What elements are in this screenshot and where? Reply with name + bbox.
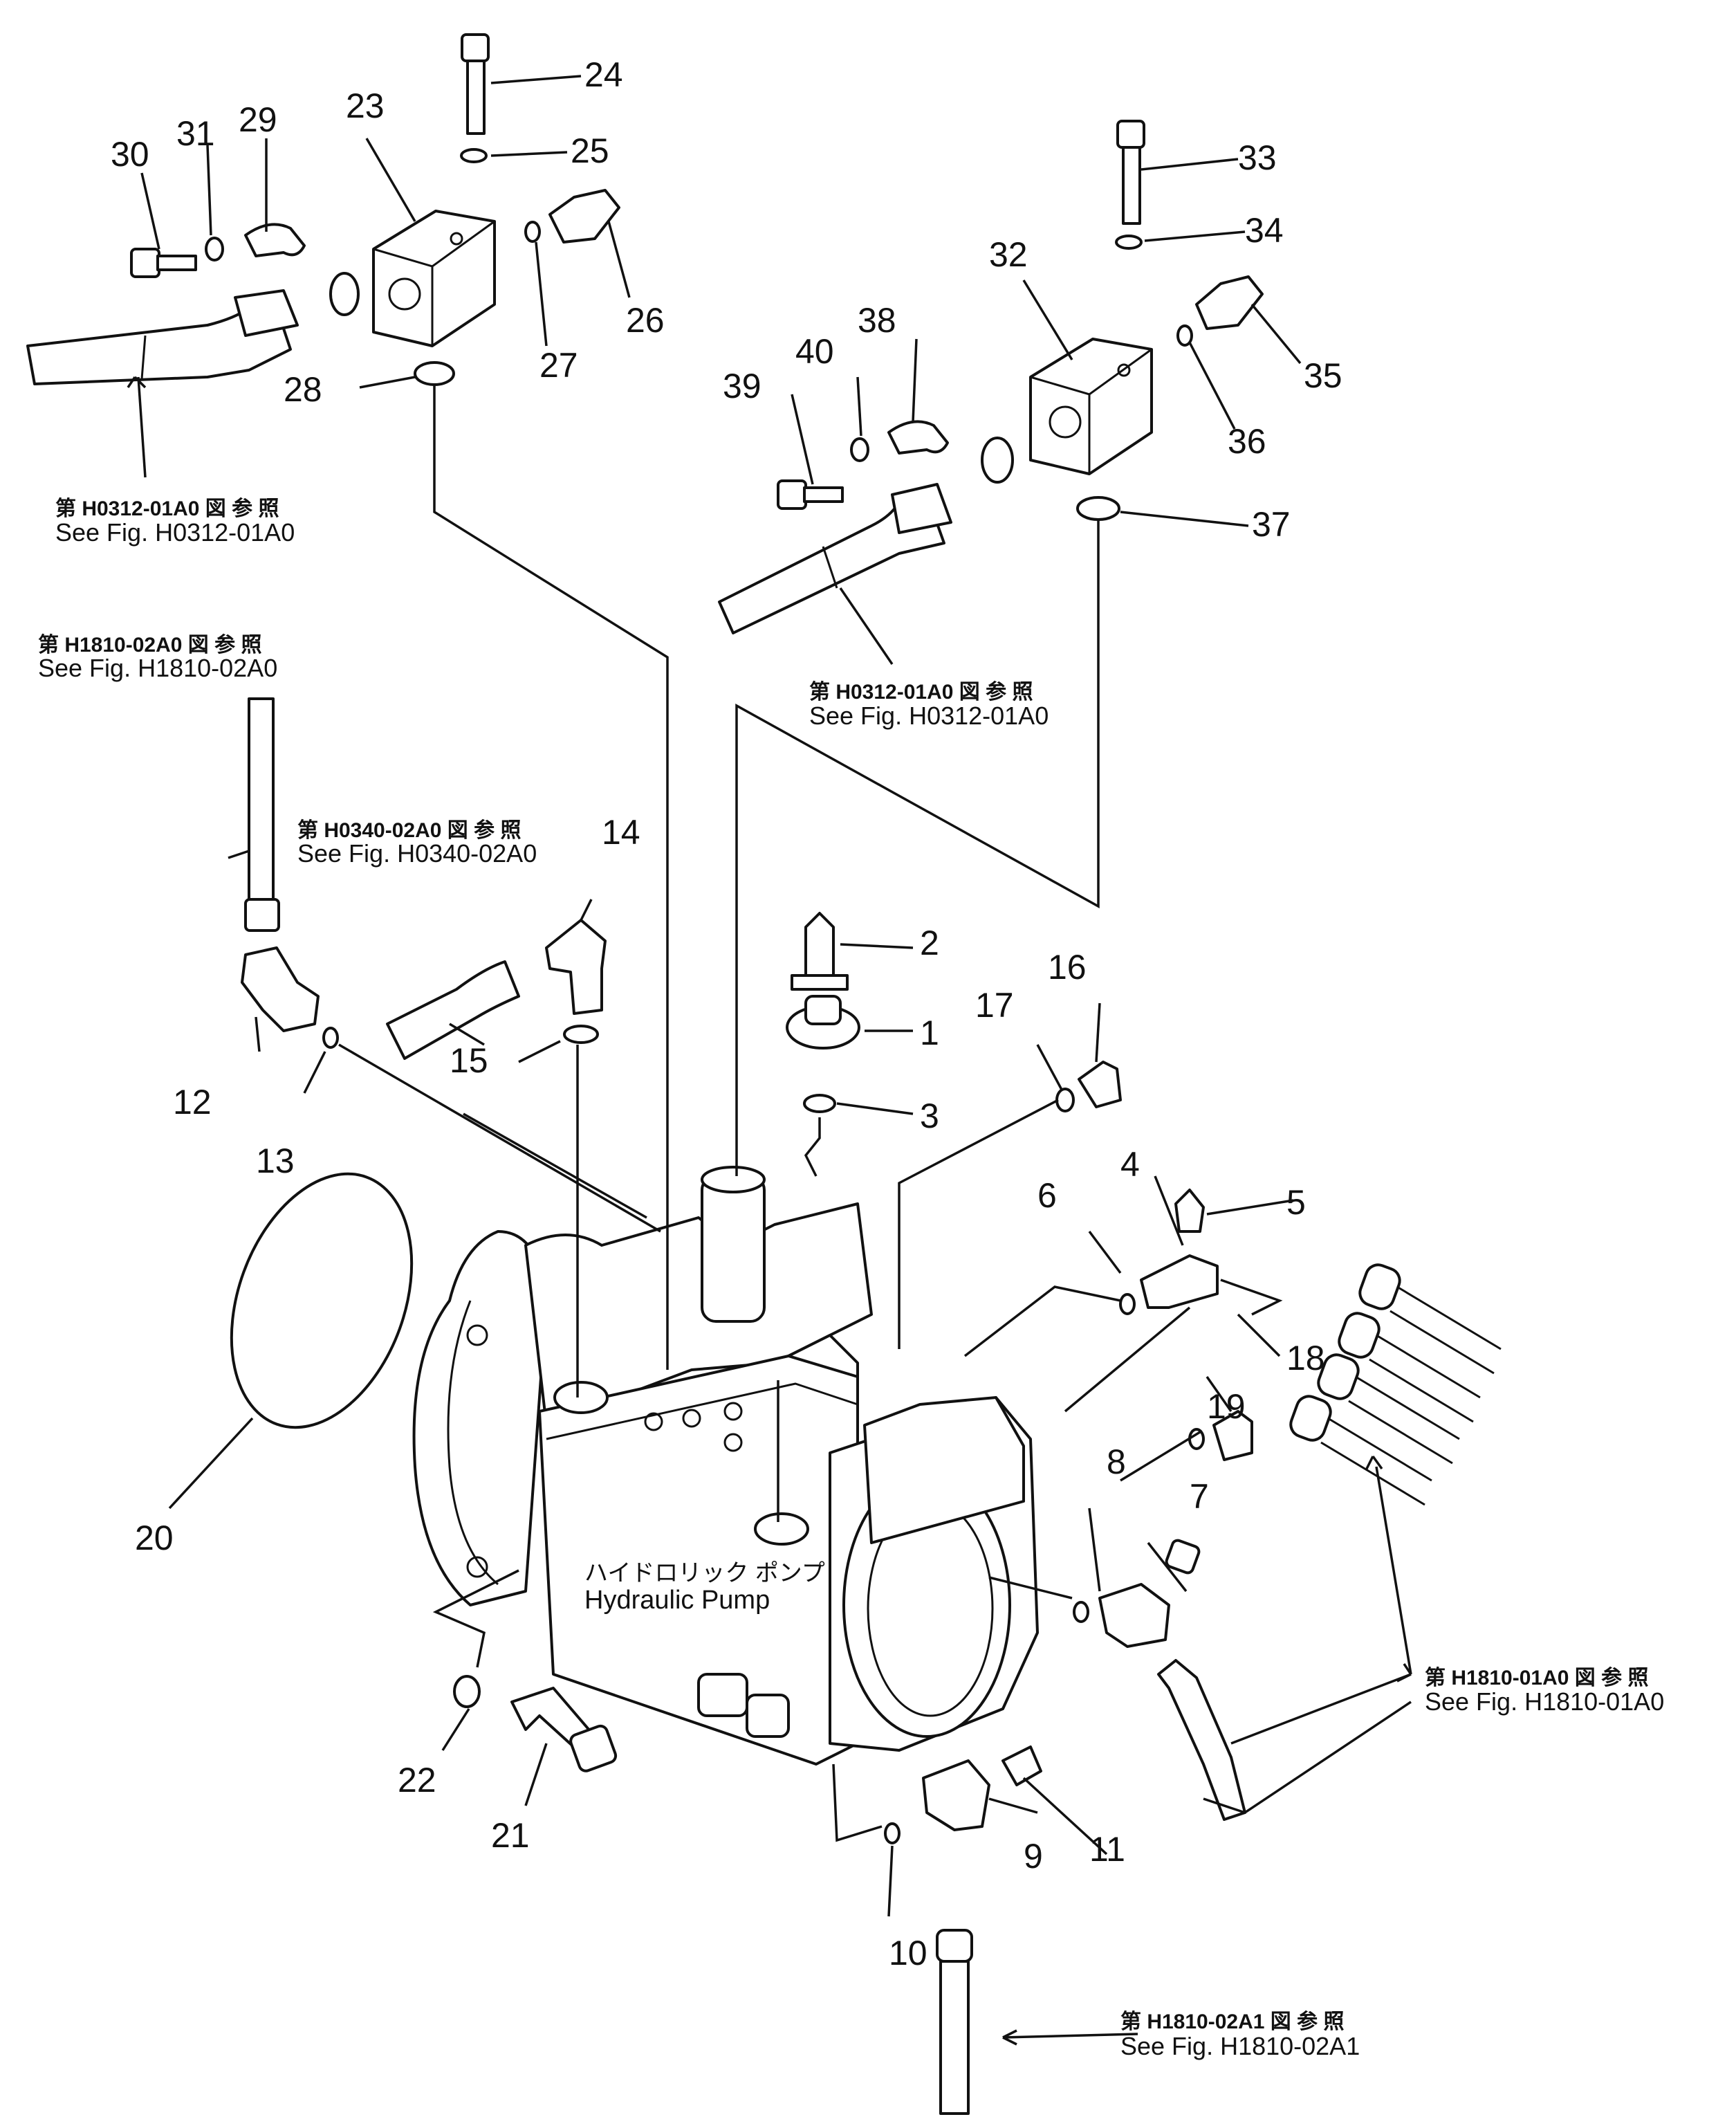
callout-18: 18 — [1286, 1339, 1325, 1377]
ref-h1810-01a0-jp: 第 H1810-01A0 図 参 照 — [1425, 1666, 1648, 1689]
callout-14: 14 — [602, 813, 640, 852]
ref-h1810-02a1-en: See Fig. H1810-02A1 — [1120, 2032, 1360, 2060]
bottom-fittings — [453, 1675, 1042, 2115]
callout-28: 28 — [284, 370, 322, 409]
callout-35: 35 — [1304, 356, 1342, 395]
callout-7: 7 — [1190, 1477, 1209, 1516]
callout-27: 27 — [539, 346, 578, 385]
callout-36: 36 — [1228, 422, 1266, 461]
callout-12: 12 — [173, 1083, 212, 1121]
right-hose-bundle — [1289, 1263, 1502, 1506]
callout-1: 1 — [920, 1014, 939, 1052]
right-flange-assembly — [718, 120, 1264, 634]
callout-29: 29 — [239, 100, 277, 139]
callout-33: 33 — [1238, 138, 1277, 177]
callout-19: 19 — [1207, 1387, 1246, 1426]
callout-34: 34 — [1245, 211, 1284, 250]
callout-21: 21 — [491, 1816, 530, 1855]
callout-9: 9 — [1024, 1837, 1043, 1876]
ref-h1810-02a0-jp: 第 H1810-02A0 図 参 照 — [38, 633, 261, 657]
large-o-ring-20 — [230, 1172, 414, 1429]
hydraulic-pump-body — [412, 1166, 1039, 1766]
callout-10: 10 — [889, 1934, 927, 1972]
callout-11: 11 — [1089, 1830, 1125, 1869]
callout-39: 39 — [723, 367, 761, 405]
callout-numbers: 1 2 3 4 5 6 7 8 9 10 11 12 13 14 15 16 1… — [111, 55, 1342, 1972]
ref-h0340-jp: 第 H0340-02A0 図 参 照 — [297, 818, 521, 842]
ref-h0312-right-jp: 第 H0312-01A0 図 参 照 — [809, 680, 1033, 704]
ref-h1810-02a1-jp: 第 H1810-02A1 図 参 照 — [1120, 2010, 1344, 2033]
callout-32: 32 — [989, 235, 1028, 274]
callout-13: 13 — [256, 1142, 295, 1180]
ref-h0312-left-en: See Fig. H0312-01A0 — [55, 518, 295, 547]
callout-6: 6 — [1037, 1176, 1057, 1215]
top-center-fittings — [786, 912, 860, 1113]
callout-24: 24 — [584, 55, 623, 94]
callout-40: 40 — [795, 332, 834, 371]
callout-25: 25 — [571, 131, 609, 170]
left-flange-assembly — [26, 33, 620, 386]
hydraulic-pump-label-jp: ハイドロリック ポンプ — [584, 1560, 825, 1586]
callout-5: 5 — [1286, 1183, 1306, 1222]
callout-16: 16 — [1048, 948, 1087, 987]
callout-31: 31 — [176, 114, 215, 153]
callout-2: 2 — [920, 924, 939, 962]
callout-23: 23 — [346, 86, 385, 125]
ref-h0312-right-en: See Fig. H0312-01A0 — [809, 702, 1049, 730]
callout-22: 22 — [398, 1761, 436, 1799]
callout-15: 15 — [450, 1041, 488, 1080]
ref-h0312-left-jp: 第 H0312-01A0 図 参 照 — [55, 497, 279, 520]
left-fittings — [241, 697, 607, 1060]
callout-30: 30 — [111, 135, 149, 174]
callout-20: 20 — [135, 1519, 174, 1557]
ref-h0340-en: See Fig. H0340-02A0 — [297, 839, 537, 868]
callout-37: 37 — [1252, 505, 1291, 544]
callout-17: 17 — [975, 986, 1014, 1025]
figure-references: 第 H0312-01A0 図 参 照 See Fig. H0312-01A0 第… — [38, 497, 1664, 2060]
callout-4: 4 — [1120, 1145, 1140, 1184]
callout-38: 38 — [858, 301, 896, 340]
callout-3: 3 — [920, 1097, 939, 1135]
callout-8: 8 — [1107, 1442, 1126, 1481]
hydraulic-pump-label-en: Hydraulic Pump — [584, 1586, 770, 1615]
ref-h1810-02a0-en: See Fig. H1810-02A0 — [38, 654, 277, 682]
callout-26: 26 — [626, 301, 665, 340]
leader-lines — [127, 75, 1412, 2046]
ref-h1810-01a0-en: See Fig. H1810-01A0 — [1425, 1687, 1664, 1716]
